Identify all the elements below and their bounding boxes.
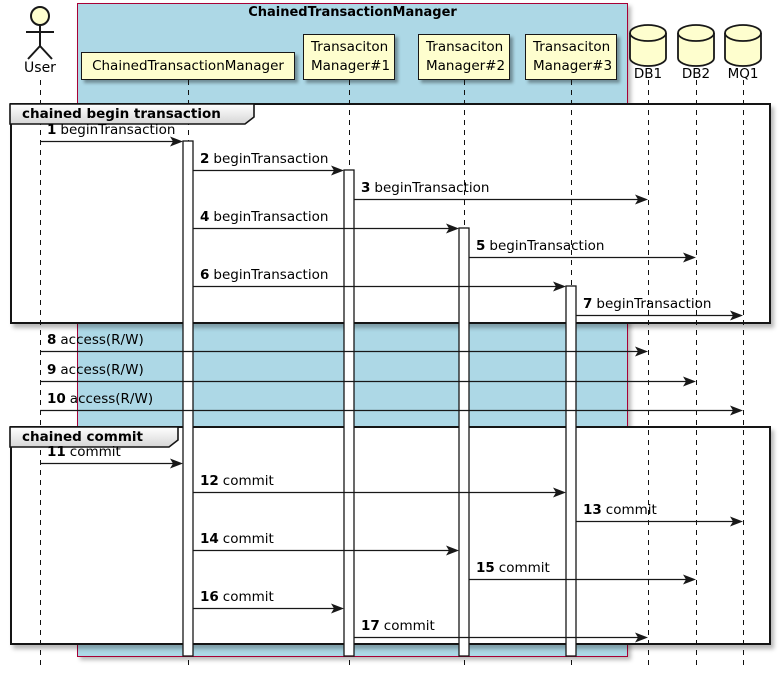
arrowhead-8 — [635, 346, 648, 357]
arrowhead-9 — [683, 376, 696, 387]
mq1-label: MQ1 — [727, 66, 759, 82]
frame-label-begin: chained begin transaction — [22, 106, 221, 122]
database-icon-db2 — [677, 24, 715, 67]
participant-chained-transaction-manager: ChainedTransactionManager — [81, 52, 295, 80]
participant-transaction-manager-1: Transaciton Manager#1 — [303, 34, 395, 80]
participant-transaction-manager-2: Transaciton Manager#2 — [418, 34, 510, 80]
db1-label: DB1 — [633, 66, 663, 82]
db2-label: DB2 — [681, 66, 711, 82]
database-icon-db1 — [629, 24, 667, 67]
frame-label-commit: chained commit — [22, 429, 143, 445]
participant-transaction-manager-3: Transaciton Manager#3 — [525, 34, 617, 80]
actor-label: User — [24, 60, 56, 76]
participants-box-title: ChainedTransactionManager — [248, 5, 457, 20]
database-icon-mq1 — [724, 24, 762, 67]
frame-chained-begin-transaction — [10, 103, 771, 324]
arrowhead-10 — [730, 405, 743, 416]
actor-icon — [26, 6, 54, 60]
frame-chained-commit — [10, 426, 771, 645]
